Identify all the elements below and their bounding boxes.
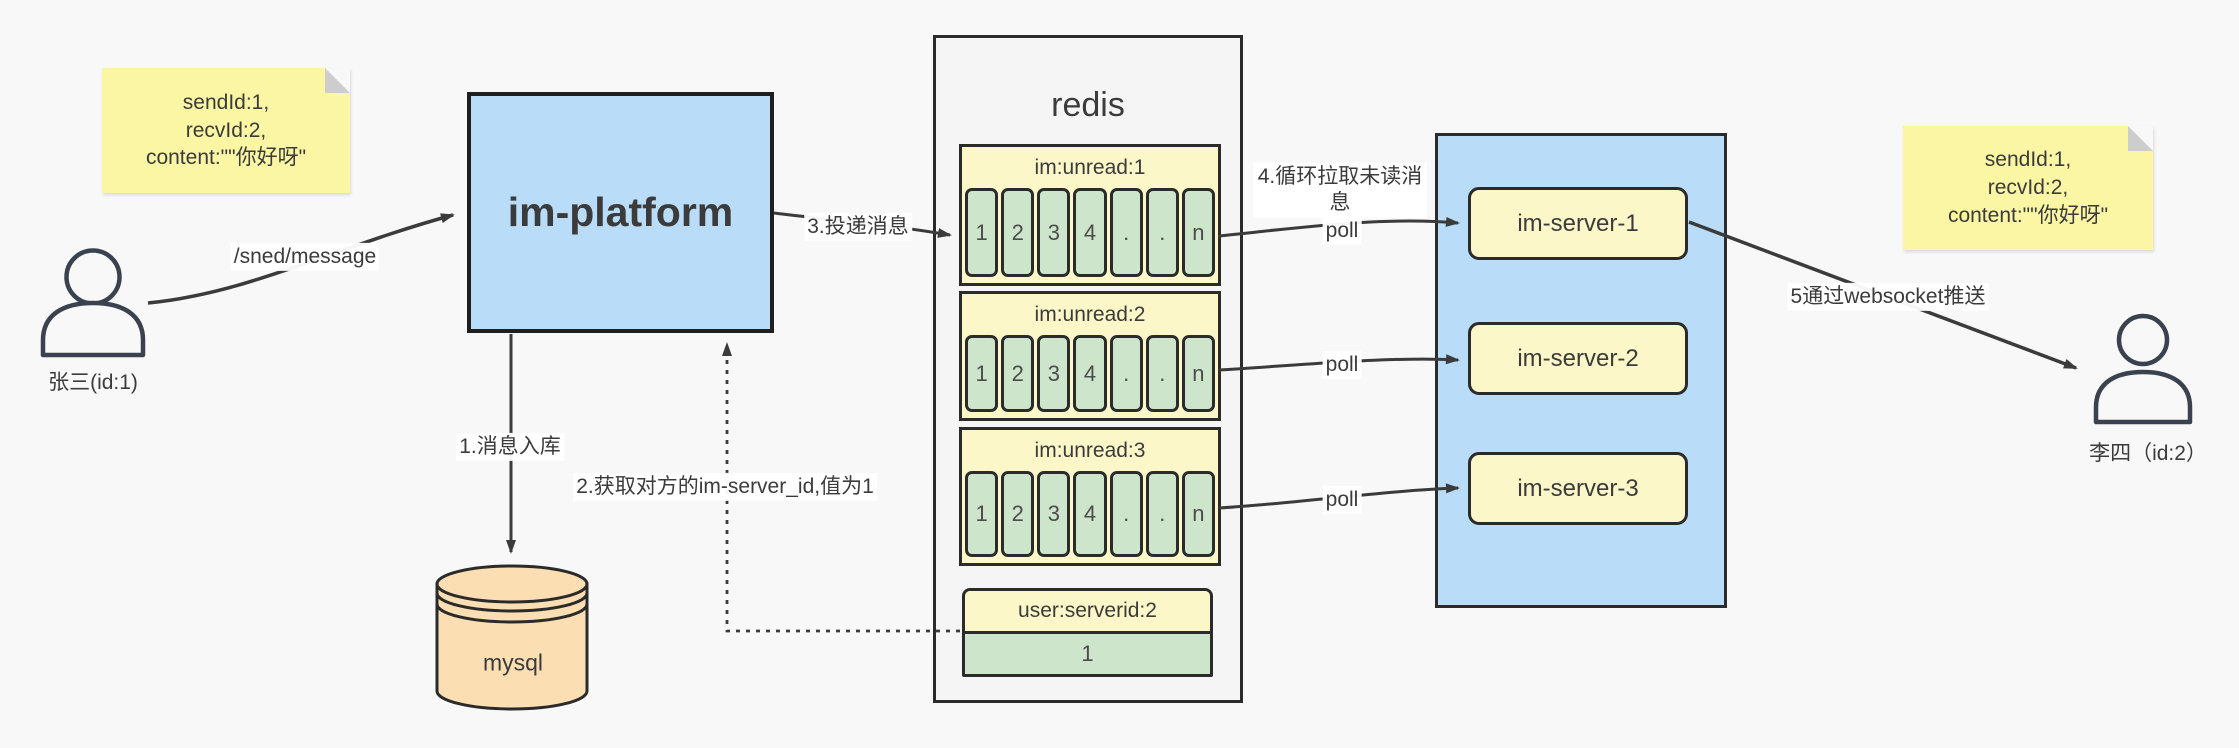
sticky-note-left: sendId:1, recvId:2, content:""你好呀" [102, 68, 350, 193]
queue-cell: . [1109, 471, 1143, 557]
user-icon [40, 248, 146, 358]
im-platform-label: im-platform [507, 189, 734, 235]
redis-title: redis [1051, 86, 1125, 124]
note-line: recvId:2, [185, 118, 267, 142]
queue-header: im:unread:2 [1034, 302, 1146, 326]
queue-cell: 4 [1073, 471, 1107, 557]
queue-cell: . [1145, 471, 1179, 557]
queue-cell: 2 [1001, 471, 1035, 557]
queue-cell: . [1109, 335, 1143, 412]
queue-cell: 1 [965, 471, 999, 557]
database-icon [435, 564, 589, 711]
queue-cells: 1 2 3 4 . . n [962, 471, 1218, 557]
edge-label-poll-2: poll [1322, 350, 1362, 380]
unread-queue-3: im:unread:3 1 2 3 4 . . n [959, 427, 1221, 566]
sticky-note-right: sendId:1, recvId:2, content:""你好呀" [1903, 126, 2153, 250]
note-line: recvId:2, [1987, 176, 2069, 200]
queue-cell: 1 [965, 335, 999, 412]
queue-cells: 1 2 3 4 . . n [962, 335, 1218, 412]
user-icon [2093, 313, 2193, 425]
queue-cell: 2 [1001, 188, 1035, 277]
unread-queue-2: im:unread:2 1 2 3 4 . . n [959, 291, 1221, 421]
queue-cells: 1 2 3 4 . . n [962, 188, 1218, 277]
queue-cell: 2 [1001, 335, 1035, 412]
unread-queue-1: im:unread:1 1 2 3 4 . . n [959, 144, 1221, 286]
edge-label-poll-1: poll [1322, 216, 1362, 246]
receiver-label: 李四（id:2） [2089, 442, 2207, 465]
im-server-3-label: im-server-3 [1517, 474, 1639, 502]
im-server-2-box: im-server-2 [1468, 322, 1688, 395]
user-serverid-box: user:serverid:2 1 [962, 588, 1213, 677]
sender-label: 张三(id:1) [48, 371, 138, 394]
queue-cell: 3 [1037, 471, 1071, 557]
im-server-2-label: im-server-2 [1517, 344, 1639, 372]
edge-label-poll-3: poll [1322, 485, 1362, 515]
note-line: content:""你好呀" [1947, 203, 2109, 227]
im-server-3-box: im-server-3 [1468, 452, 1688, 525]
edge-label-send-message: /sned/message [230, 242, 380, 272]
queue-cell: . [1145, 188, 1179, 277]
im-server-1-box: im-server-1 [1468, 187, 1688, 260]
edge-label-step4: 4.循环拉取未读消息 [1253, 162, 1427, 218]
queue-cell: 3 [1037, 335, 1071, 412]
queue-cell: 1 [965, 188, 999, 277]
note-fold-icon [2128, 126, 2153, 151]
queue-cell: n [1181, 471, 1215, 557]
queue-header: im:unread:1 [1034, 155, 1146, 179]
queue-cell: n [1181, 335, 1215, 412]
queue-cell: 4 [1073, 188, 1107, 277]
edge-label-step3: 3.投递消息 [804, 212, 912, 242]
im-server-1-label: im-server-1 [1517, 209, 1639, 237]
note-line: sendId:1, [1984, 148, 2072, 172]
edge-label-step1: 1.消息入库 [456, 432, 564, 462]
queue-cell: . [1109, 188, 1143, 277]
edge-label-step5: 5通过websocket推送 [1787, 282, 1989, 312]
queue-header: im:unread:3 [1034, 438, 1146, 462]
note-fold-icon [325, 68, 350, 93]
kv-value: 1 [965, 634, 1210, 674]
queue-cell: . [1145, 335, 1179, 412]
edge-label-step2: 2.获取对方的im-server_id,值为1 [573, 472, 877, 502]
queue-cell: 4 [1073, 335, 1107, 412]
queue-cell: 3 [1037, 188, 1071, 277]
im-platform-box: im-platform [467, 92, 774, 333]
note-line: sendId:1, [182, 90, 270, 114]
database-label: mysql [482, 649, 544, 676]
queue-cell: n [1181, 188, 1215, 277]
kv-header: user:serverid:2 [965, 591, 1210, 634]
note-line: content:""你好呀" [145, 146, 307, 170]
